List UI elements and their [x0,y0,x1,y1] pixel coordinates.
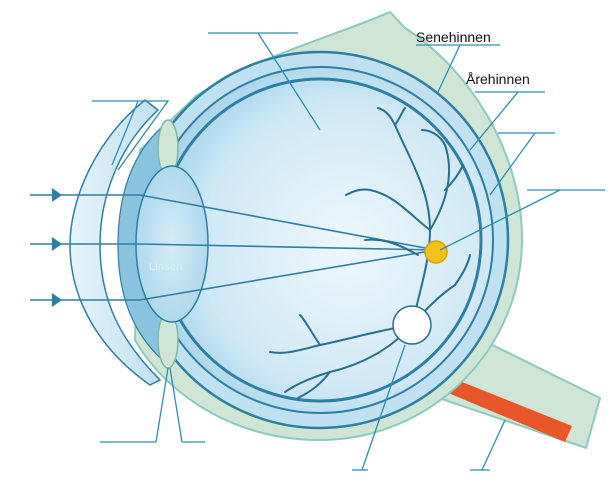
arrow-icon [52,237,62,251]
sclera-label: Senehinnen [416,29,491,45]
optic-disc [392,305,432,345]
arrow-heads [52,188,62,307]
leader-lines [92,32,605,471]
arrow-icon [52,188,62,202]
macula [424,240,448,264]
choroid-label: Årehinnen [466,71,530,87]
arrow-icon [52,293,62,307]
lens-label: Linsen [149,261,183,273]
optic-nerve-vessel [446,378,572,442]
